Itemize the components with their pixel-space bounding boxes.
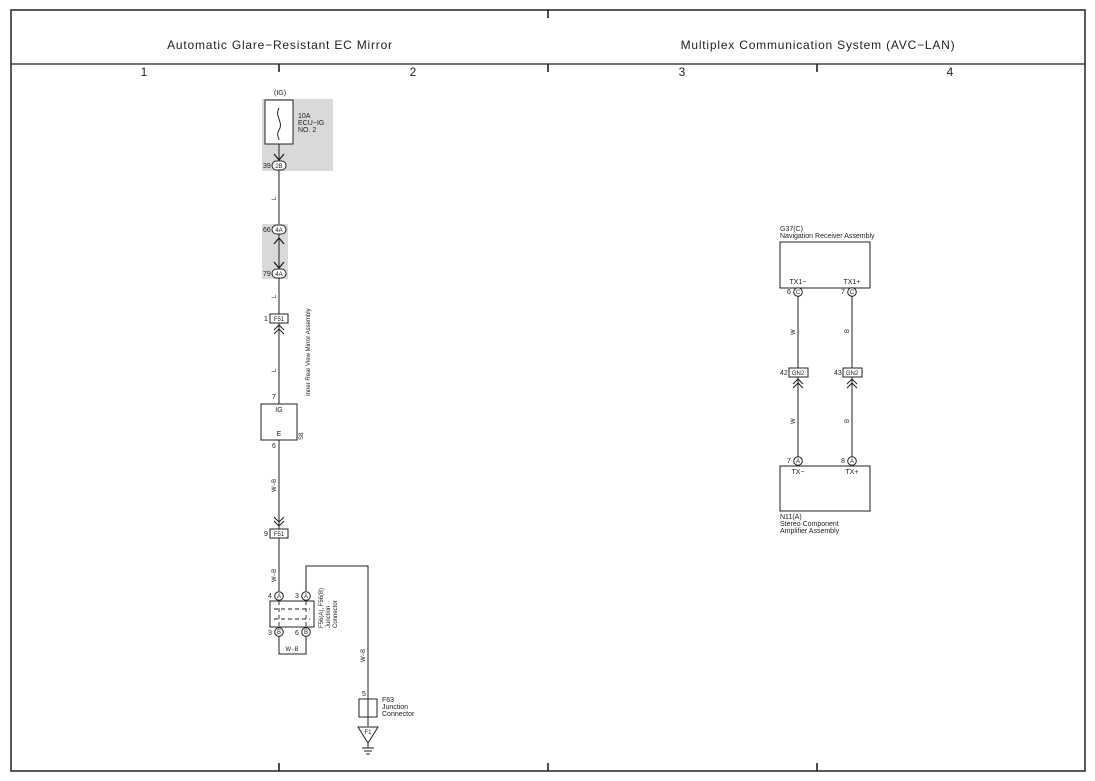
nav-receiver-box bbox=[779, 241, 871, 289]
f56-pin-code: B bbox=[277, 630, 281, 636]
wire-color-label: W bbox=[791, 418, 797, 424]
amplifier-name: Stereo Component bbox=[780, 521, 839, 528]
wire-color-label: B bbox=[845, 419, 851, 423]
f63-name-2: Connector bbox=[382, 711, 415, 718]
nav-receiver-code: G37(C) bbox=[780, 226, 803, 233]
wire-color-label: L bbox=[272, 196, 278, 200]
wire-color-label: W−B bbox=[272, 479, 278, 492]
ground-icon bbox=[357, 726, 379, 744]
mirror-ig-pin-number: 7 bbox=[272, 394, 276, 401]
wire-color-label: W−B bbox=[272, 569, 278, 582]
wire-color-label: L bbox=[272, 294, 278, 298]
gn2-left-code: GN2 bbox=[792, 371, 805, 377]
chevron-down-icon bbox=[273, 153, 285, 162]
f56-pin-code: A bbox=[304, 594, 308, 600]
nav-right-pin-label: TX1+ bbox=[844, 279, 861, 286]
amplifier-code: N11(A) bbox=[780, 514, 802, 521]
mirror-code: S8 bbox=[299, 432, 305, 440]
f56-pin-number: 3 bbox=[268, 630, 272, 637]
mirror-e-pin: E bbox=[277, 431, 282, 438]
mirror-name: Inner Rear View Mirror Assembly bbox=[306, 308, 312, 396]
gn2-right-number: 43 bbox=[834, 370, 842, 377]
section-title-left: Automatic Glare−Resistant EC Mirror bbox=[167, 38, 393, 52]
f56-junction-box bbox=[269, 600, 315, 628]
junction-bottom-pin-code: 4A bbox=[275, 272, 282, 278]
ground-label: F1 bbox=[364, 730, 372, 736]
nav-left-pin-code: C bbox=[796, 290, 801, 296]
wire-color-label: W−B bbox=[285, 647, 298, 653]
f56-pin bbox=[274, 591, 284, 601]
fuse-icon bbox=[277, 107, 281, 141]
chevron-up-icon bbox=[273, 236, 285, 245]
fuse-name: ECU−IG bbox=[298, 120, 324, 127]
fuse-pin-number: 39 bbox=[263, 163, 271, 170]
chevron-down-icon bbox=[273, 261, 285, 270]
f56-name: Junction bbox=[326, 606, 332, 628]
column-number: 2 bbox=[410, 65, 417, 79]
f56-pin-number: 6 bbox=[295, 630, 299, 637]
amp-right-pin-code: A bbox=[850, 459, 854, 465]
f56-pin bbox=[301, 591, 311, 601]
column-number: 4 bbox=[947, 65, 954, 79]
wire-color-label: W−B bbox=[361, 649, 367, 662]
chevron-down-icon bbox=[273, 516, 285, 527]
amplifier-box bbox=[779, 465, 871, 512]
junction-top-pin-number: 66 bbox=[263, 227, 271, 234]
f63-code: F63 bbox=[382, 697, 394, 704]
wire-loop bbox=[278, 636, 307, 655]
gn2-right-code: GN2 bbox=[846, 371, 859, 377]
f63-name: Junction bbox=[382, 704, 408, 711]
f51-bottom-code: F51 bbox=[274, 532, 285, 538]
column-number: 1 bbox=[141, 65, 148, 79]
amp-right-pin-number: 8 bbox=[841, 458, 845, 465]
f56-pin-code: A bbox=[277, 594, 281, 600]
fuse-box bbox=[264, 99, 294, 145]
amplifier-name-2: Amplifier Assembly bbox=[780, 528, 840, 535]
f56-label: F56(A), F56(B) bbox=[319, 588, 325, 628]
junction-bottom-pin-number: 79 bbox=[263, 271, 271, 278]
nav-right-pin-number: 7 bbox=[841, 289, 845, 296]
f51-top-code: F51 bbox=[274, 317, 285, 323]
wire-color-label: L bbox=[272, 368, 278, 372]
amp-left-pin-code: A bbox=[796, 459, 800, 465]
fuse-pin-code: 2B bbox=[275, 164, 282, 170]
amp-right-pin bbox=[847, 456, 857, 466]
f51-top-pin-number: 1 bbox=[264, 316, 268, 323]
mirror-ig-pin: IG bbox=[275, 407, 282, 414]
nav-right-pin-code: C bbox=[850, 290, 855, 296]
wire-segment bbox=[305, 565, 369, 699]
diagram-frame bbox=[10, 9, 1086, 772]
f56-pin-code: B bbox=[304, 630, 308, 636]
fuse-supply-label: (IG) bbox=[274, 90, 286, 97]
amp-left-pin bbox=[793, 456, 803, 466]
f56-pin-number: 3 bbox=[295, 593, 299, 600]
section-title-right: Multiplex Communication System (AVC−LAN) bbox=[681, 38, 956, 52]
mirror-component-box bbox=[260, 403, 298, 441]
amp-left-pin-label: TX− bbox=[791, 469, 804, 476]
wire-color-label: B bbox=[845, 329, 851, 333]
wire-color-label: W bbox=[791, 329, 797, 335]
amp-left-pin-number: 7 bbox=[787, 458, 791, 465]
fuse-name-2: NO. 2 bbox=[298, 127, 316, 134]
mirror-e-pin-number: 6 bbox=[272, 443, 276, 450]
amp-right-pin-label: TX+ bbox=[845, 469, 858, 476]
column-number: 3 bbox=[679, 65, 686, 79]
gn2-left-number: 42 bbox=[780, 370, 788, 377]
f56-pin-number: 4 bbox=[268, 593, 272, 600]
f51-bottom-pin-number: 9 bbox=[264, 531, 268, 538]
f63-pin-number: 5 bbox=[362, 691, 366, 698]
nav-left-pin-number: 6 bbox=[787, 289, 791, 296]
f56-name-2: Connector bbox=[333, 600, 339, 628]
fuse-rating: 10A bbox=[298, 113, 311, 120]
junction-top-pin-code: 4A bbox=[275, 228, 282, 234]
nav-receiver-name: Navigation Receiver Assembly bbox=[780, 233, 875, 240]
nav-left-pin-label: TX1− bbox=[790, 279, 807, 286]
